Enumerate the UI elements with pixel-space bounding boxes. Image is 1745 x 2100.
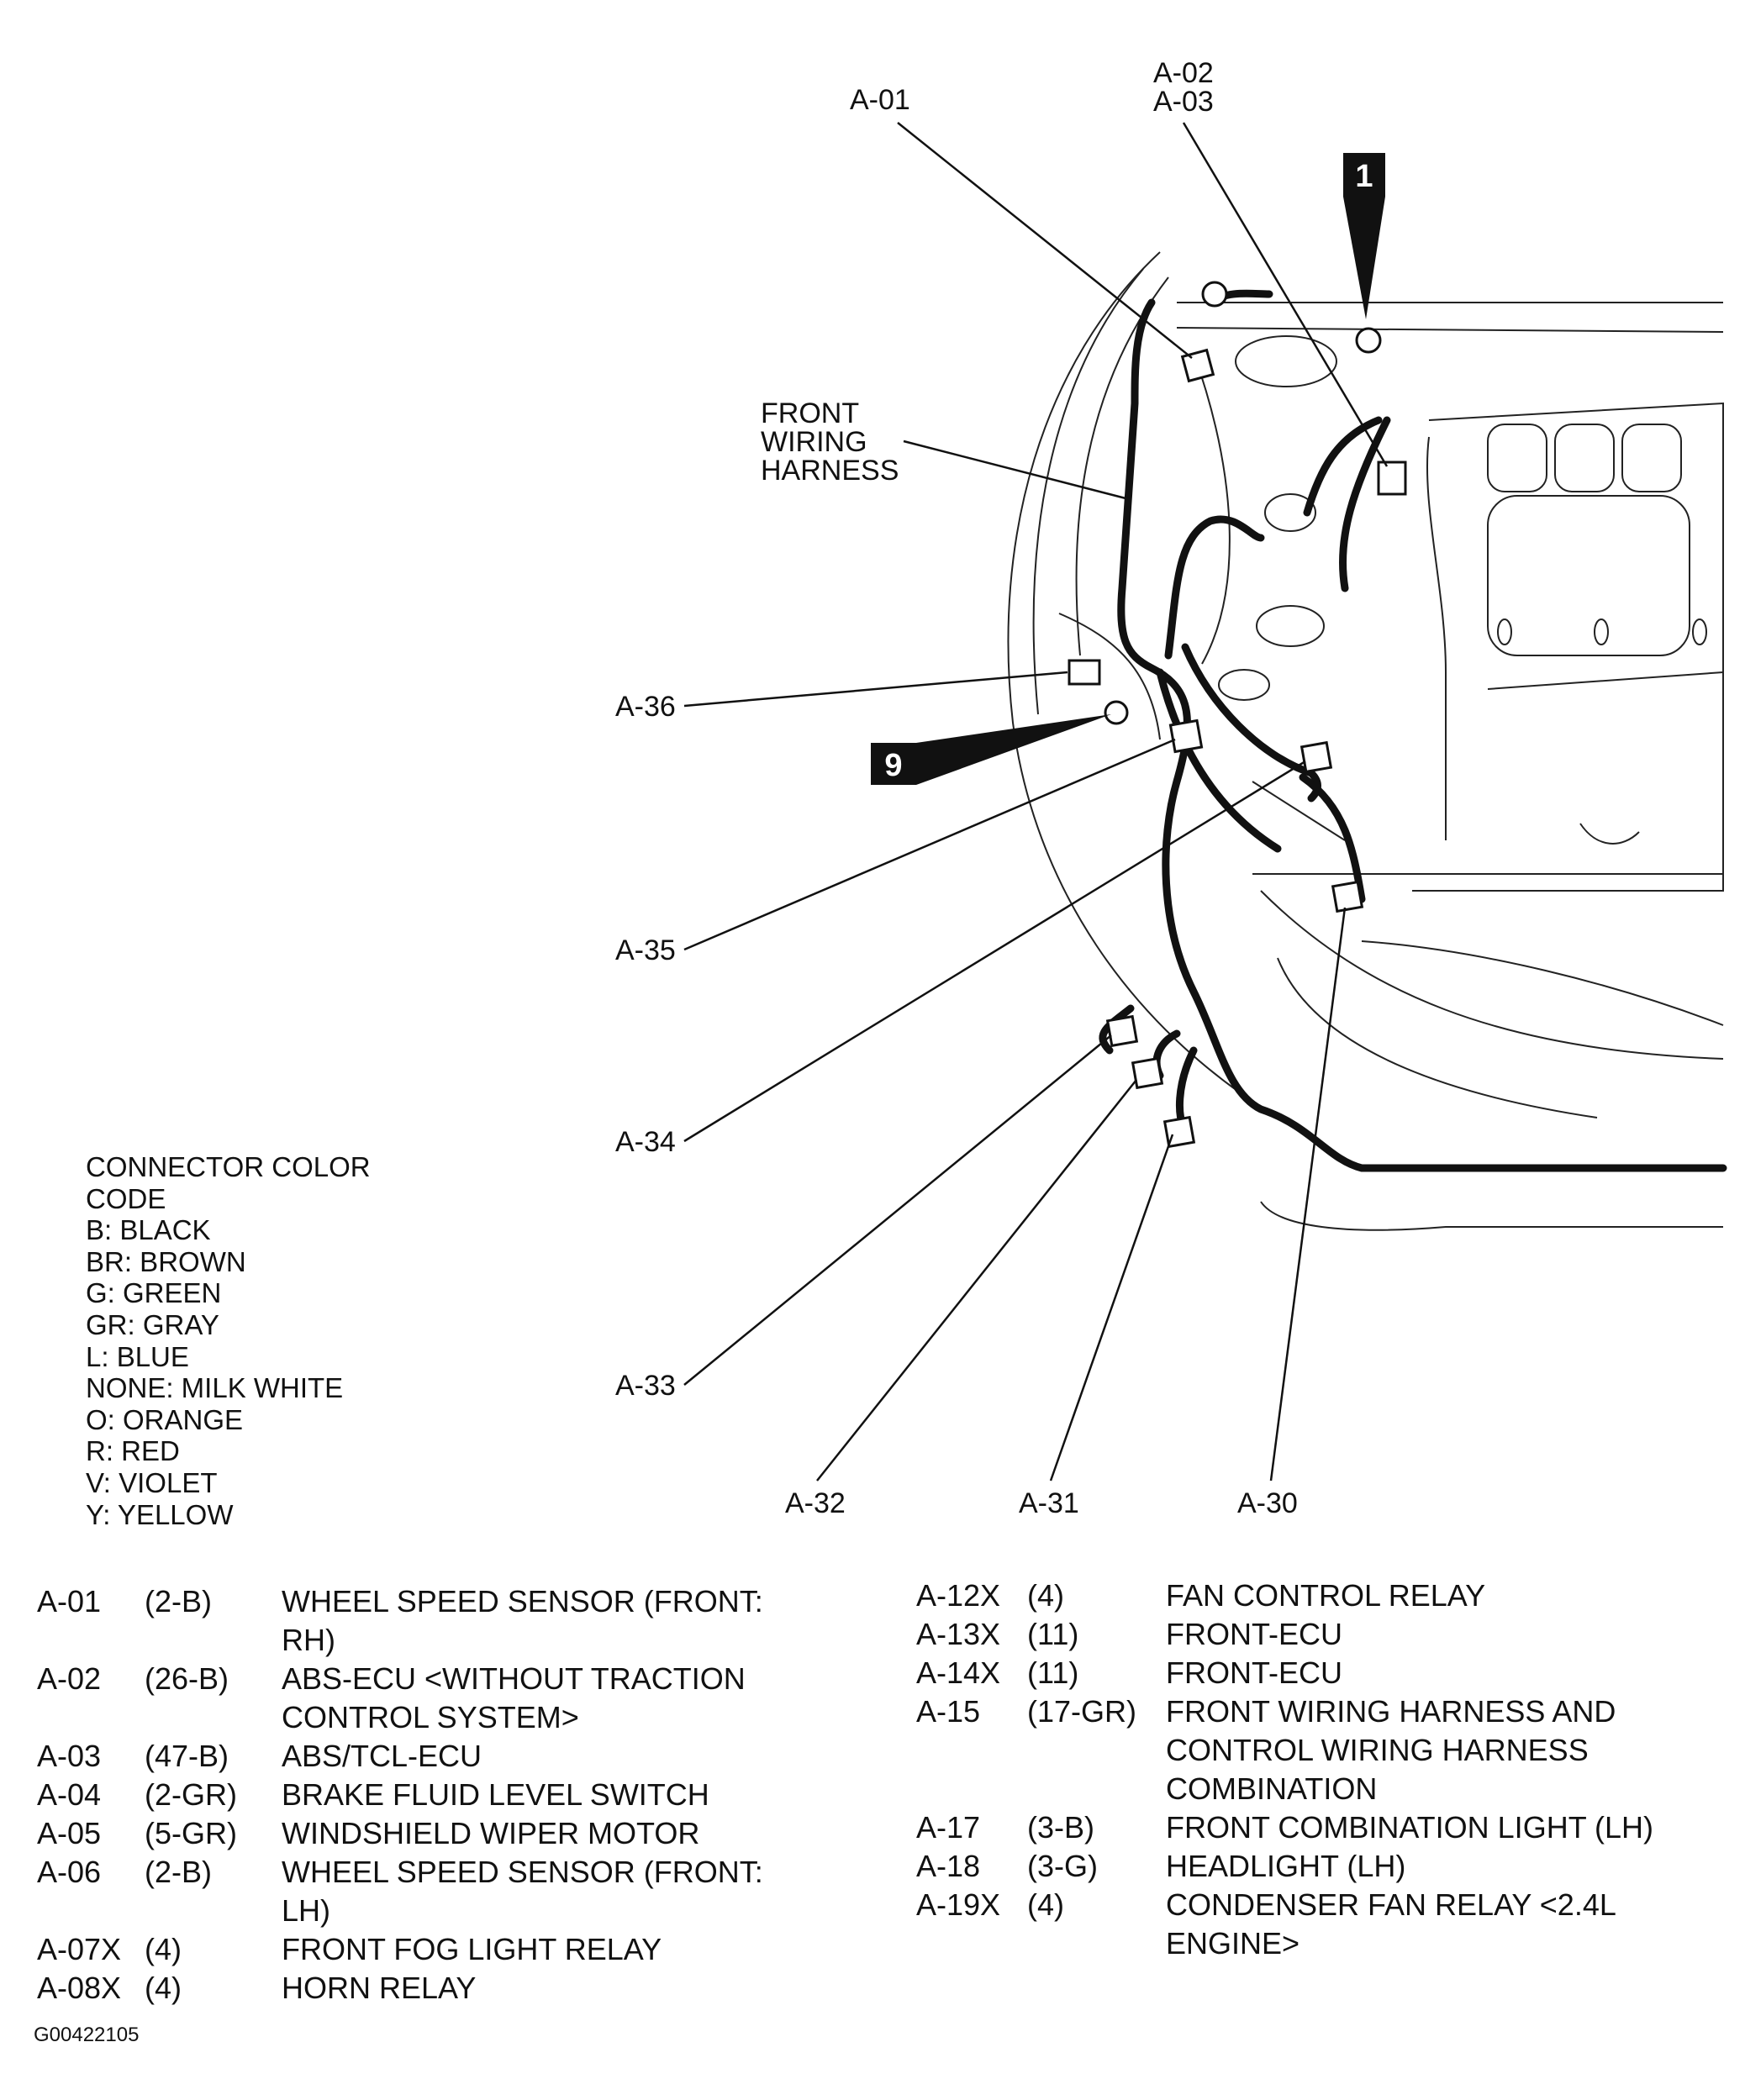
connector-blocks xyxy=(1068,281,1407,1149)
vehicle-outline xyxy=(1007,251,1724,1231)
callout-a03: A-03 xyxy=(1153,86,1214,118)
connector-desc: ABS/TCL-ECU xyxy=(282,1739,482,1773)
legend-item: G: GREEN xyxy=(86,1277,222,1309)
table-row: A-15 (17-GR) FRONT WIRING HARNESS AND CO… xyxy=(916,1692,1737,1808)
connector-code: (17-GR) xyxy=(1027,1694,1137,1729)
connector-desc: HORN RELAY xyxy=(282,1971,477,2005)
harness-label-line1: FRONT xyxy=(761,397,859,429)
callout-a35: A-35 xyxy=(615,934,676,966)
connector-desc: FAN CONTROL RELAY xyxy=(1166,1578,1486,1613)
badge-9: 9 xyxy=(871,714,1111,785)
connector-desc: FRONT-ECU xyxy=(1166,1655,1342,1690)
connector-id: A-12X xyxy=(916,1578,1001,1613)
harness-label-line2: WIRING xyxy=(761,426,867,458)
connector-code: (26-B) xyxy=(145,1661,229,1696)
callout-a32: A-32 xyxy=(785,1487,846,1519)
connector-code: (2-B) xyxy=(145,1855,212,1889)
callout-a31: A-31 xyxy=(1019,1487,1079,1519)
connector-id: A-13X xyxy=(916,1617,1001,1651)
table-row: A-06 (2-B) WHEEL SPEED SENSOR (FRONT: LH… xyxy=(37,1853,820,1930)
connector-desc: FRONT WIRING HARNESS AND CONTROL WIRING … xyxy=(1166,1694,1616,1806)
connector-code: (2-GR) xyxy=(145,1777,237,1812)
connector-table-left: A-01 (2-B) WHEEL SPEED SENSOR (FRONT: RH… xyxy=(37,1582,820,2008)
connector-desc: FRONT COMBINATION LIGHT (LH) xyxy=(1166,1810,1654,1845)
connector-id: A-08X xyxy=(37,1971,122,2005)
figure-id: G00422105 xyxy=(34,2024,140,2046)
table-row: A-05 (5-GR) WINDSHIELD WIPER MOTOR xyxy=(37,1814,820,1853)
connector-desc: FRONT FOG LIGHT RELAY xyxy=(282,1932,662,1966)
table-row: A-01 (2-B) WHEEL SPEED SENSOR (FRONT: RH… xyxy=(37,1582,820,1660)
legend-item: R: RED xyxy=(86,1435,180,1467)
callout-a01: A-01 xyxy=(850,84,910,116)
connector-code: (2-B) xyxy=(145,1584,212,1618)
connector-code: (4) xyxy=(145,1932,182,1966)
callout-a30: A-30 xyxy=(1237,1487,1298,1519)
callout-a33: A-33 xyxy=(615,1370,676,1402)
harness-label-line3: HARNESS xyxy=(761,455,899,487)
connector-id: A-14X xyxy=(916,1655,1001,1690)
legend-title-line1: CONNECTOR COLOR xyxy=(86,1151,371,1182)
connector-desc: CONDENSER FAN RELAY <2.4L ENGINE> xyxy=(1166,1887,1616,1961)
table-row: A-07X (4) FRONT FOG LIGHT RELAY xyxy=(37,1930,820,1969)
connector-code: (4) xyxy=(145,1971,182,2005)
connector-code: (3-B) xyxy=(1027,1810,1094,1845)
connector-desc: ABS-ECU <WITHOUT TRACTION CONTROL SYSTEM… xyxy=(282,1661,746,1734)
connector-code: (4) xyxy=(1027,1887,1064,1922)
legend-item: B: BLACK xyxy=(86,1214,211,1246)
table-row: A-13X (11) FRONT-ECU xyxy=(916,1615,1737,1654)
callout-a36: A-36 xyxy=(615,691,676,723)
connector-id: A-01 xyxy=(37,1584,102,1618)
connector-code: (5-GR) xyxy=(145,1816,237,1850)
table-row: A-04 (2-GR) BRAKE FLUID LEVEL SWITCH xyxy=(37,1776,820,1814)
engine-block xyxy=(1218,335,1724,892)
legend-item: L: BLUE xyxy=(86,1340,189,1372)
connector-code: (3-G) xyxy=(1027,1849,1098,1883)
table-row: A-02 (26-B) ABS-ECU <WITHOUT TRACTION CO… xyxy=(37,1660,820,1737)
connector-desc: HEADLIGHT (LH) xyxy=(1166,1849,1406,1883)
connector-id: A-18 xyxy=(916,1849,981,1883)
leader-lines xyxy=(683,122,1389,1482)
connector-color-legend: CONNECTOR COLOR CODE B: BLACK BR: BROWN … xyxy=(86,1151,371,1530)
connector-code: (4) xyxy=(1027,1578,1064,1613)
table-row: A-19X (4) CONDENSER FAN RELAY <2.4L ENGI… xyxy=(916,1886,1737,1963)
legend-item: GR: GRAY xyxy=(86,1308,219,1340)
connector-id: A-03 xyxy=(37,1739,102,1773)
connector-id: A-17 xyxy=(916,1810,981,1845)
connector-desc: WHEEL SPEED SENSOR (FRONT: LH) xyxy=(282,1855,763,1928)
legend-item: BR: BROWN xyxy=(86,1245,246,1277)
legend-item: Y: YELLOW xyxy=(86,1498,234,1530)
table-row: A-08X (4) HORN RELAY xyxy=(37,1969,820,2008)
connector-id: A-15 xyxy=(916,1694,981,1729)
connector-id: A-19X xyxy=(916,1887,1001,1922)
connector-code: (47-B) xyxy=(145,1739,229,1773)
badge-1: 1 xyxy=(1343,153,1385,319)
legend-item: V: VIOLET xyxy=(86,1466,218,1498)
table-row: A-03 (47-B) ABS/TCL-ECU xyxy=(37,1737,820,1776)
connector-id: A-06 xyxy=(37,1855,102,1889)
svg-text:9: 9 xyxy=(884,748,902,783)
table-row: A-14X (11) FRONT-ECU xyxy=(916,1654,1737,1692)
table-row: A-18 (3-G) HEADLIGHT (LH) xyxy=(916,1847,1737,1886)
connector-id: A-02 xyxy=(37,1661,102,1696)
connector-id: A-07X xyxy=(37,1932,122,1966)
legend-item: NONE: MILK WHITE xyxy=(86,1372,344,1404)
legend-title-line2: CODE xyxy=(86,1182,166,1214)
connector-code: (11) xyxy=(1027,1655,1079,1690)
connector-desc: FRONT-ECU xyxy=(1166,1617,1342,1651)
callout-a34: A-34 xyxy=(615,1126,676,1158)
connector-code: (11) xyxy=(1027,1617,1079,1651)
connector-desc: BRAKE FLUID LEVEL SWITCH xyxy=(282,1777,709,1812)
connector-id: A-04 xyxy=(37,1777,102,1812)
svg-text:1: 1 xyxy=(1355,159,1373,194)
callout-a02: A-02 xyxy=(1153,57,1214,89)
connector-table-right: A-12X (4) FAN CONTROL RELAY A-13X (11) F… xyxy=(916,1576,1737,1963)
connector-desc: WHEEL SPEED SENSOR (FRONT: RH) xyxy=(282,1584,763,1657)
legend-item: O: ORANGE xyxy=(86,1403,244,1435)
table-row: A-12X (4) FAN CONTROL RELAY xyxy=(916,1576,1737,1615)
connector-desc: WINDSHIELD WIPER MOTOR xyxy=(282,1816,700,1850)
connector-id: A-05 xyxy=(37,1816,102,1850)
table-row: A-17 (3-B) FRONT COMBINATION LIGHT (LH) xyxy=(916,1808,1737,1847)
